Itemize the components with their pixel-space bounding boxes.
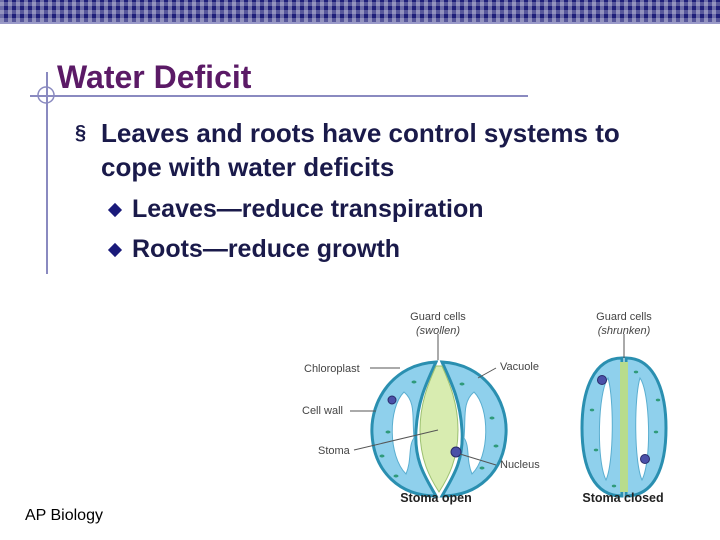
square-bullet-icon: § — [75, 116, 86, 150]
sub-bullet-roots: Roots—reduce growth — [110, 235, 400, 264]
sub-bullet-leaves: Leaves—reduce transpiration — [110, 195, 484, 224]
closed-guard-cells-label: Guard cells — [596, 311, 652, 323]
stoma-closed-caption: Stoma closed — [582, 491, 663, 505]
vacuole-label: Vacuole — [500, 361, 539, 373]
open-stoma-illustration — [372, 362, 506, 496]
main-bullet: § Leaves and roots have control systems … — [75, 116, 675, 184]
chloroplast-label: Chloroplast — [304, 363, 360, 375]
closed-guard-cells-state: (shrunken) — [598, 325, 651, 337]
nucleus-right-closed — [641, 455, 650, 464]
sub-bullet-text: Roots—reduce growth — [132, 235, 400, 263]
sub-bullet-text: Leaves—reduce transpiration — [132, 195, 484, 223]
closed-stoma-illustration — [582, 358, 666, 496]
main-bullet-text: Leaves and roots have control systems to… — [101, 116, 675, 184]
top-banner — [0, 0, 720, 22]
closed-stoma-pore — [620, 362, 628, 492]
nucleus-left-open — [388, 396, 396, 404]
slide-title: Water Deficit — [57, 59, 251, 96]
cell-wall-label: Cell wall — [302, 405, 343, 417]
stomata-diagram: Guard cells (swollen) Guard cells (shrun… — [296, 300, 676, 510]
stoma-label: Stoma — [318, 445, 351, 457]
stoma-open-caption: Stoma open — [400, 491, 472, 505]
nucleus-label: Nucleus — [500, 459, 540, 471]
diamond-bullet-icon — [108, 243, 122, 257]
open-guard-cells-label: Guard cells — [410, 311, 466, 323]
crosshair-icon — [35, 84, 57, 106]
nucleus-left-closed — [598, 376, 607, 385]
nucleus-right-open — [451, 447, 461, 457]
course-footer: AP Biology — [25, 507, 103, 525]
diamond-bullet-icon — [108, 203, 122, 217]
top-banner-shadow — [0, 22, 720, 24]
open-guard-cells-state: (swollen) — [416, 325, 460, 337]
